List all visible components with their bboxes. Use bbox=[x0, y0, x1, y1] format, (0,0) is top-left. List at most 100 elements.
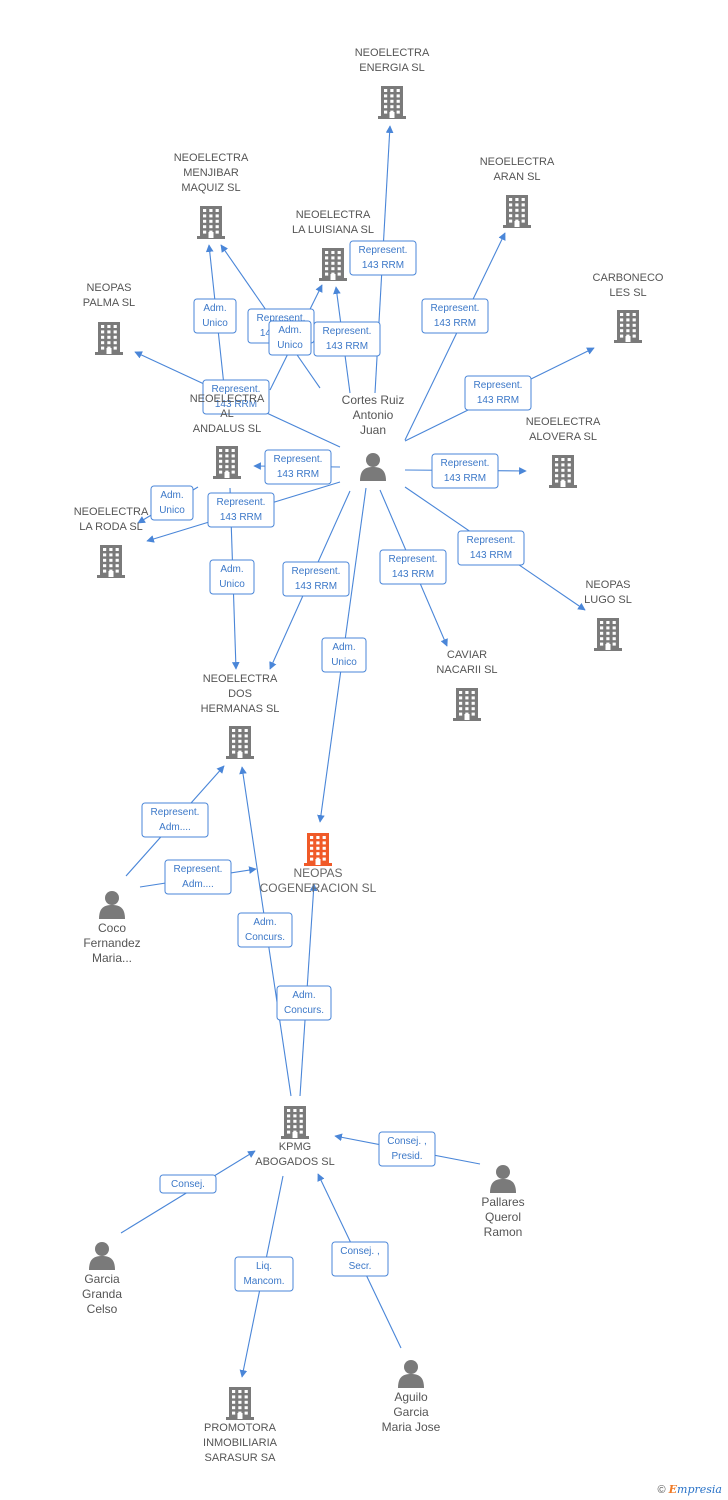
edge-label-e_aran[interactable]: Represent. 143 RRM bbox=[421, 298, 489, 334]
edge-label-e_coco_dos[interactable]: Represent.Adm.... bbox=[141, 802, 209, 838]
edge-label-e_al_andalus_rep[interactable]: Represent.143 RRM bbox=[264, 449, 332, 485]
edge-label-e_palma[interactable]: Represent. 143 RRM bbox=[202, 379, 270, 415]
edge-label-text: 143 RRM bbox=[215, 399, 257, 410]
edge-label-text: Adm. bbox=[160, 490, 183, 501]
node-carboneco[interactable]: CARBONECO LES SL bbox=[593, 272, 664, 343]
edge-label-e_energia[interactable]: Represent.143 RRM bbox=[349, 240, 417, 276]
building-icon bbox=[226, 1387, 254, 1420]
node-label: AL bbox=[220, 408, 233, 420]
node-label: NEOELECTRA bbox=[174, 152, 249, 164]
node-label: Granda bbox=[82, 1287, 122, 1301]
copyright-symbol: © bbox=[657, 1484, 666, 1496]
building-icon bbox=[281, 1106, 309, 1139]
building-icon bbox=[97, 545, 125, 578]
building-icon bbox=[453, 688, 481, 721]
node-label: NEOPAS bbox=[86, 282, 131, 294]
edge-label-e_luisiana_adm[interactable]: Adm.Unico bbox=[268, 320, 312, 356]
edge-label-e_la_roda_rep[interactable]: Represent.143 RRM bbox=[207, 492, 275, 528]
edge-label-box bbox=[234, 1256, 294, 1292]
edge-label-e_la_roda_adm[interactable]: Adm. Unico bbox=[150, 485, 194, 521]
edge-label-e_promotora[interactable]: Liq.Mancom. bbox=[234, 1256, 294, 1292]
edge-label-box bbox=[421, 298, 489, 334]
building-icon bbox=[226, 726, 254, 759]
edge-label-box bbox=[457, 530, 525, 566]
node-label: CARBONECO bbox=[593, 272, 664, 284]
node-label: NEOELECTRA bbox=[190, 393, 265, 405]
person-icon bbox=[490, 1165, 516, 1193]
edge-label-e_dos_hermanas_rep[interactable]: Represent. 143 RRM bbox=[282, 561, 350, 597]
edge-label-e_coco_cog[interactable]: Represent.Adm.... bbox=[164, 859, 232, 895]
edge-label-e_garcia[interactable]: Consej. bbox=[159, 1174, 217, 1194]
node-label: INMOBILIARIA bbox=[203, 1437, 278, 1449]
node-label: Ramon bbox=[484, 1225, 523, 1239]
edge-label-text: Represent. bbox=[441, 458, 490, 469]
node-label: NEOELECTRA bbox=[526, 416, 601, 428]
node-label: NEOPAS bbox=[585, 579, 630, 591]
edge-label-text: Represent. bbox=[212, 384, 261, 395]
node-label: CAVIAR bbox=[447, 649, 487, 661]
edge-label-text: 143 RRM bbox=[434, 318, 476, 329]
edge-label-box bbox=[264, 449, 332, 485]
node-label: DOS bbox=[228, 688, 252, 700]
edge-label-text: Adm. bbox=[278, 325, 301, 336]
node-label: LES SL bbox=[609, 287, 646, 299]
edge-label-e_kpmg_cog[interactable]: Adm.Concurs. bbox=[276, 985, 332, 1021]
edge-label-text: Represent. bbox=[431, 303, 480, 314]
edge-label-e_pallares[interactable]: Consej. ,Presid. bbox=[378, 1131, 436, 1167]
edge-label-box bbox=[378, 1131, 436, 1167]
edge-label-e_alovera[interactable]: Represent.143 RRM bbox=[431, 453, 499, 489]
node-label: MAQUIZ SL bbox=[181, 182, 240, 194]
edge-label-text: Unico bbox=[159, 505, 185, 516]
edge-label-text: 143 RRM bbox=[362, 260, 404, 271]
node-label: HERMANAS SL bbox=[201, 703, 280, 715]
edge-label-text: Represent. bbox=[292, 566, 341, 577]
node-label: NEOELECTRA bbox=[296, 209, 371, 221]
node-label: ENERGIA SL bbox=[359, 62, 424, 74]
edge-label-e_caviar[interactable]: Represent.143 RRM bbox=[379, 549, 447, 585]
edge-label-e_luisiana_rep[interactable]: Represent.143 RRM bbox=[313, 321, 381, 357]
edge-label-e_menjibar_adm[interactable]: Adm.Unico bbox=[193, 298, 237, 334]
edge-label-box bbox=[431, 453, 499, 489]
edge-label-box bbox=[141, 802, 209, 838]
edge-label-e_aguilo[interactable]: Consej. ,Secr. bbox=[331, 1241, 389, 1277]
edge-label-text: 143 RRM bbox=[470, 550, 512, 561]
edge-label-text: 143 RRM bbox=[295, 581, 337, 592]
node-coco-fernandez[interactable]: CocoFernandezMaria... bbox=[83, 891, 141, 965]
footer-brand[interactable]: © Empresia bbox=[657, 1483, 722, 1496]
edge-label-e_kpmg_dos[interactable]: Adm.Concurs. bbox=[237, 912, 293, 948]
edge-label-text: Adm.... bbox=[159, 822, 191, 833]
node-label: Cortes Ruiz bbox=[342, 393, 405, 407]
edge-label-text: 143 RRM bbox=[220, 512, 262, 523]
edge-label-e_cogeneracion_adm[interactable]: Adm.Unico bbox=[321, 637, 367, 673]
edge-label-box bbox=[150, 485, 194, 521]
edge-label-e_dos_hermanas_adm[interactable]: Adm.Unico bbox=[209, 559, 255, 595]
edge-label-box bbox=[202, 379, 270, 415]
edge-label-e_carboneco[interactable]: Represent.143 RRM bbox=[464, 375, 532, 411]
edge-label-e_lugo[interactable]: Represent.143 RRM bbox=[457, 530, 525, 566]
node-label: Celso bbox=[87, 1302, 118, 1316]
edge-label-text: Unico bbox=[219, 579, 245, 590]
edge-label-text: Adm. bbox=[253, 917, 276, 928]
node-label: Coco bbox=[98, 921, 126, 935]
node-label: NEOELECTRA bbox=[480, 156, 555, 168]
edge-line-e_aran bbox=[404, 232, 506, 441]
